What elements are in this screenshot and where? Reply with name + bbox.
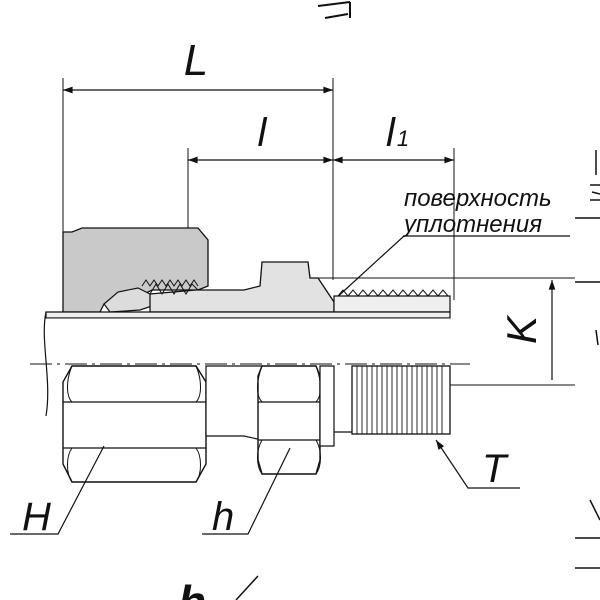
ext-thread-upper-teeth xyxy=(337,289,449,297)
nut-section xyxy=(62,227,209,313)
dim-l1-label: l1 xyxy=(386,111,409,155)
nut-thread-teeth xyxy=(141,279,199,287)
sealing-surface-label-1: поверхность xyxy=(404,185,552,212)
bottom-fragment-label: h xyxy=(178,576,206,600)
tube-bore xyxy=(46,318,450,364)
nut-hex-label: H xyxy=(22,495,51,539)
body-thread-teeth xyxy=(149,283,199,295)
dim-K-label: K xyxy=(498,314,545,344)
dim-L-label: L xyxy=(184,36,208,85)
body-hex-leader xyxy=(202,447,291,535)
tube xyxy=(45,311,451,319)
thread-leader xyxy=(435,439,520,489)
nut-hex-chamfers xyxy=(67,365,201,483)
sealing-surface-leader xyxy=(333,235,570,301)
ext-thread-upper xyxy=(333,295,451,313)
body-hex xyxy=(257,365,321,475)
body-neck xyxy=(205,365,263,441)
nut-hex-edges xyxy=(63,401,206,449)
sealing-surface-label-2: уплотнения xyxy=(402,211,542,238)
body-hex-edges xyxy=(258,401,320,441)
body-collar xyxy=(319,365,335,447)
dim-l-label: l xyxy=(258,111,268,155)
nut-hex-leader xyxy=(10,445,105,535)
thread-label: T xyxy=(482,447,509,491)
top-fragment xyxy=(317,1,351,19)
bottom-fragment-stroke xyxy=(235,575,259,600)
body-hex-label: h xyxy=(212,495,234,539)
right-edge-fragments xyxy=(575,150,600,569)
tube-break-left xyxy=(43,311,49,417)
ext-thread-lower xyxy=(351,365,451,435)
ext-thread-lower-lines xyxy=(356,366,443,434)
nut-hex xyxy=(62,365,207,483)
